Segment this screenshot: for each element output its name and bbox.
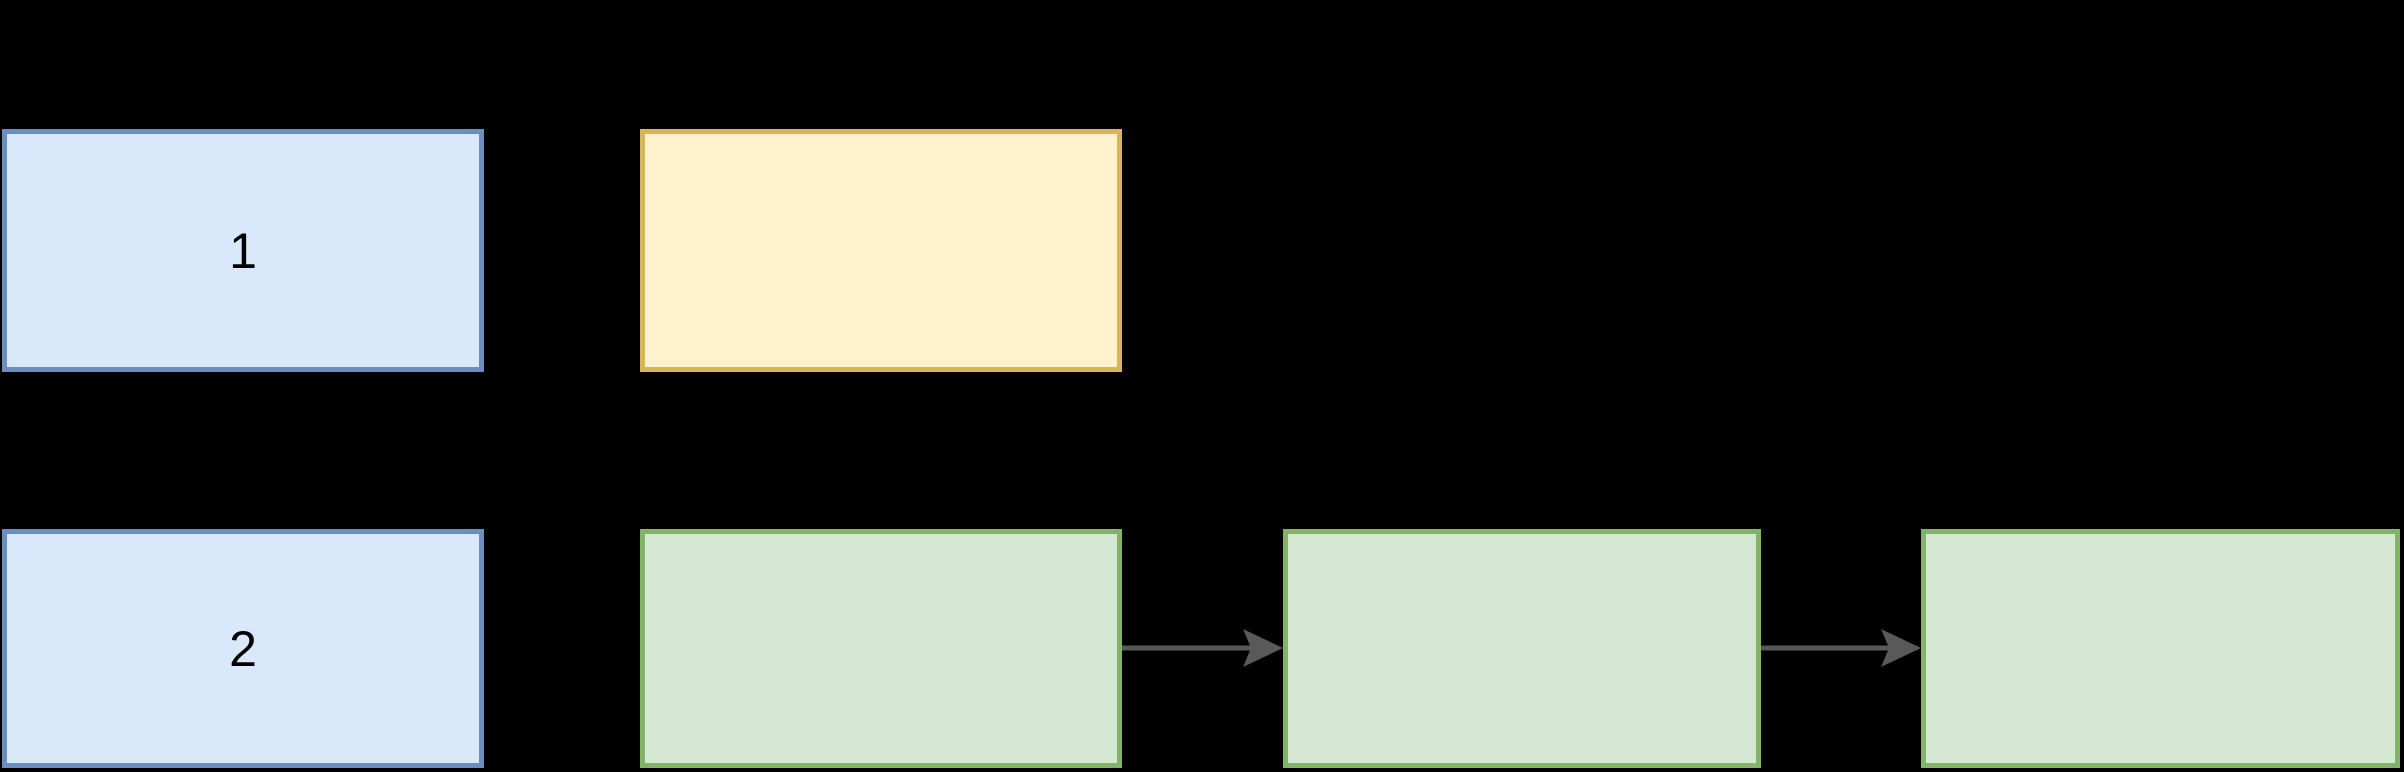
arrowhead-icon <box>1243 629 1283 667</box>
node-label: 1 <box>229 222 257 279</box>
node-2: 2 <box>2 529 484 768</box>
node-green-3 <box>1921 529 2400 768</box>
node-yellow <box>640 129 1122 372</box>
arrow-green1-to-green2 <box>1122 629 1283 667</box>
node-1: 1 <box>2 129 484 372</box>
node-green-1 <box>640 529 1122 768</box>
arrowhead-icon <box>1881 629 1921 667</box>
node-green-2 <box>1283 529 1761 768</box>
node-label: 2 <box>229 620 257 677</box>
arrow-green2-to-green3 <box>1761 629 1921 667</box>
